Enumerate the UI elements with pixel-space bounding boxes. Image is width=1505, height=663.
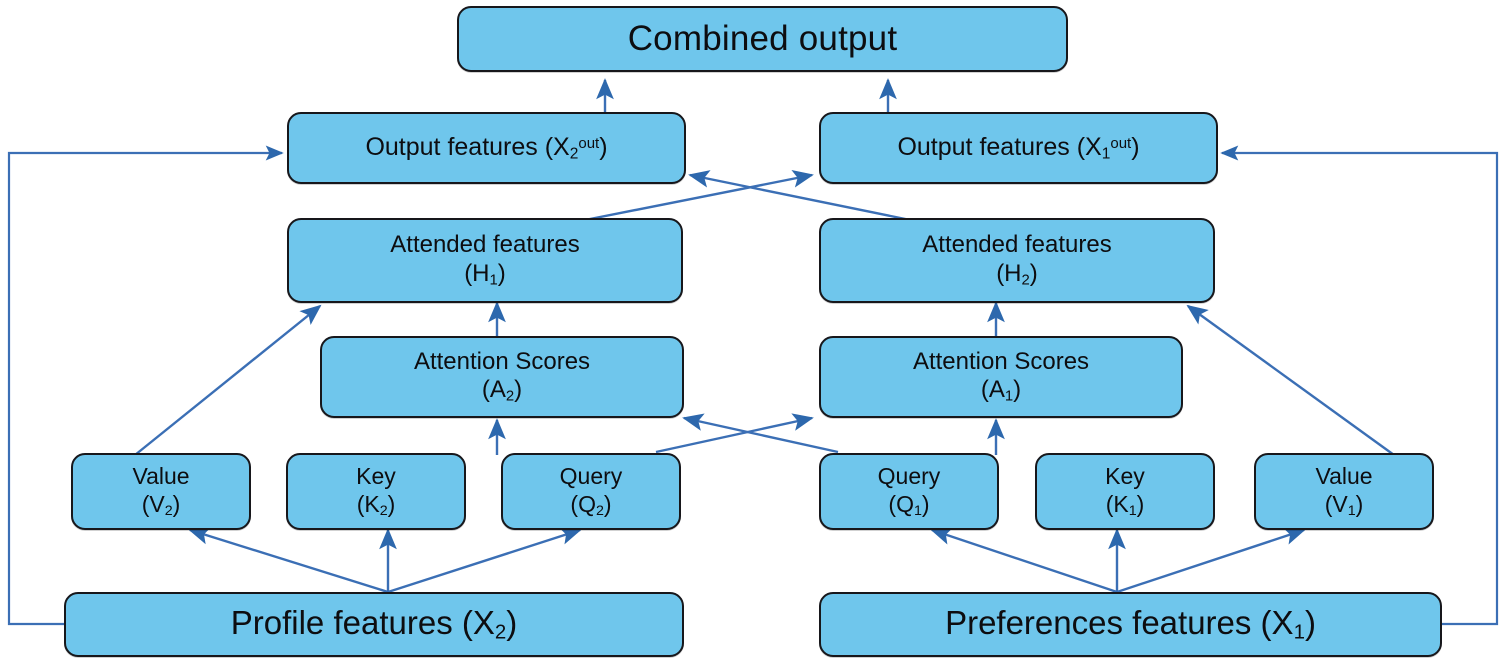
profile-features-x2-label: Profile features (X2) <box>230 604 518 644</box>
value-v1-label: Value(V1) <box>1315 463 1373 519</box>
node-profile-features-x2[interactable]: Profile features (X2) <box>64 592 684 657</box>
node-preferences-features-x1[interactable]: Preferences features (X1) <box>819 592 1442 657</box>
node-attended-features-h1[interactable]: Attended features(H1) <box>287 218 683 303</box>
edge-x1-residual-to-x1out <box>1220 145 1499 626</box>
node-key-k1[interactable]: Key(K1) <box>1035 453 1215 530</box>
attended-features-h2-label: Attended features(H2) <box>922 231 1112 289</box>
node-value-v2[interactable]: Value(V2) <box>71 453 251 530</box>
attention-scores-a1-label: Attention Scores(A1) <box>912 347 1090 405</box>
node-attention-scores-a1[interactable]: Attention Scores(A1) <box>819 336 1183 418</box>
node-attended-features-h2[interactable]: Attended features(H2) <box>819 218 1215 303</box>
edge-x1-to-q1 <box>930 527 1118 594</box>
attention-scores-a2-label: Attention Scores(A2) <box>413 347 591 405</box>
key-k1-label: Key(K1) <box>1105 463 1145 519</box>
node-combined-output[interactable]: Combined output <box>457 6 1068 72</box>
node-output-features-x2[interactable]: Output features (X2out) <box>287 112 686 184</box>
combined-output-label: Combined output <box>627 19 898 59</box>
query-q2-label: Query(Q2) <box>559 463 623 519</box>
preferences-features-x1-label: Preferences features (X1) <box>945 604 1316 644</box>
node-output-features-x1[interactable]: Output features (X1out) <box>819 112 1218 184</box>
edge-q1-to-a2 <box>682 413 839 454</box>
attended-features-h1-label: Attended features(H1) <box>390 231 580 289</box>
node-query-q2[interactable]: Query(Q2) <box>501 453 681 530</box>
edge-v2-to-h1 <box>134 304 322 456</box>
edge-x2-to-q2 <box>387 527 582 594</box>
node-key-k2[interactable]: Key(K2) <box>286 453 466 530</box>
edge-x1-to-v1 <box>1116 527 1306 594</box>
edge-x2-residual-to-x2out <box>7 145 284 626</box>
edge-q2-to-a1 <box>655 413 814 454</box>
node-query-q1[interactable]: Query(Q1) <box>819 453 999 530</box>
output-features-x2-label: Output features (X2out) <box>365 132 608 163</box>
value-v2-label: Value(V2) <box>132 463 190 519</box>
edge-x2-to-v2 <box>188 527 389 594</box>
node-attention-scores-a2[interactable]: Attention Scores(A2) <box>320 336 684 418</box>
node-value-v1[interactable]: Value(V1) <box>1254 453 1434 530</box>
output-features-x1-label: Output features (X1out) <box>897 132 1140 163</box>
query-q1-label: Query(Q1) <box>877 463 941 519</box>
edge-v1-to-h2 <box>1186 304 1395 456</box>
key-k2-label: Key(K2) <box>356 463 396 519</box>
